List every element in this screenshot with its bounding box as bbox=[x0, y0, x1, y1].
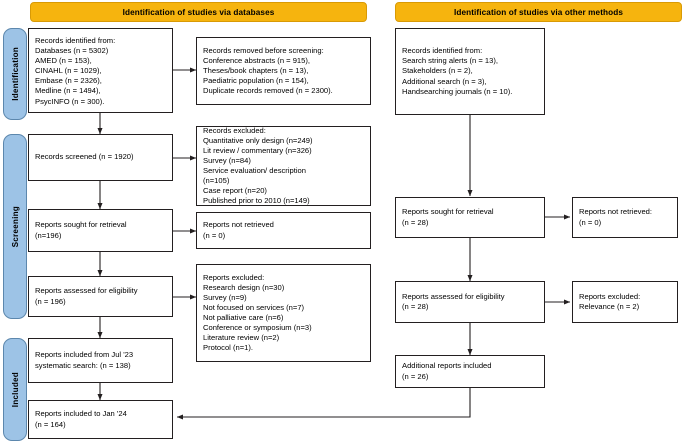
box-reports-not-retrieved: Reports not retrieved (n = 0) bbox=[196, 212, 371, 249]
stage-included: Included bbox=[3, 338, 27, 441]
box-right-reports-sought-for-retrieval-text: Reports sought for retrieval (n = 28) bbox=[402, 207, 494, 227]
box-right-reports-assessed-for-eligibility-text: Reports assessed for eligibility (n = 28… bbox=[402, 291, 505, 311]
box-records-screened: Records screened (n = 1920) bbox=[28, 134, 173, 181]
box-reports-not-retrieved-text: Reports not retrieved (n = 0) bbox=[203, 220, 274, 240]
box-records-identified-other-methods: Records identified from: Search string a… bbox=[395, 28, 545, 115]
box-right-reports-excluded-text: Reports excluded: Relevance (n = 2) bbox=[579, 291, 641, 311]
header-databases: Identification of studies via databases bbox=[30, 2, 367, 22]
box-reports-assessed-for-eligibility: Reports assessed for eligibility (n = 19… bbox=[28, 276, 173, 317]
box-right-reports-not-retrieved: Reports not retrieved: (n = 0) bbox=[572, 197, 678, 238]
box-records-excluded-text: Records excluded: Quantitative only desi… bbox=[203, 125, 313, 206]
box-reports-included-jan-24: Reports included to Jan '24 (n = 164) bbox=[28, 400, 173, 439]
box-reports-sought-for-retrieval-text: Reports sought for retrieval (n=196) bbox=[35, 220, 127, 240]
box-right-reports-assessed-for-eligibility: Reports assessed for eligibility (n = 28… bbox=[395, 281, 545, 323]
box-additional-reports-included: Additional reports included (n = 26) bbox=[395, 355, 545, 388]
box-records-removed-before-screening: Records removed before screening: Confer… bbox=[196, 37, 371, 105]
stage-screening-label: Screening bbox=[10, 205, 20, 248]
box-reports-excluded: Reports excluded: Research design (n=30)… bbox=[196, 264, 371, 362]
box-records-removed-before-screening-text: Records removed before screening: Confer… bbox=[203, 45, 333, 96]
box-records-identified-other-methods-text: Records identified from: Search string a… bbox=[402, 46, 513, 96]
box-records-excluded: Records excluded: Quantitative only desi… bbox=[196, 126, 371, 206]
box-right-reports-sought-for-retrieval: Reports sought for retrieval (n = 28) bbox=[395, 197, 545, 238]
box-records-identified-databases-text: Records identified from: Databases (n = … bbox=[35, 36, 116, 106]
box-right-reports-not-retrieved-text: Reports not retrieved: (n = 0) bbox=[579, 207, 653, 227]
box-reports-assessed-for-eligibility-text: Reports assessed for eligibility (n = 19… bbox=[35, 286, 138, 306]
box-reports-sought-for-retrieval: Reports sought for retrieval (n=196) bbox=[28, 209, 173, 252]
box-reports-included-jan-24-text: Reports included to Jan '24 (n = 164) bbox=[35, 409, 127, 429]
stage-identification-label: Identification bbox=[10, 47, 20, 101]
stage-included-label: Included bbox=[10, 371, 20, 408]
box-reports-excluded-text: Reports excluded: Research design (n=30)… bbox=[203, 272, 312, 353]
header-other-methods: Identification of studies via other meth… bbox=[395, 2, 682, 22]
header-other-methods-label: Identification of studies via other meth… bbox=[454, 7, 623, 17]
box-records-identified-databases: Records identified from: Databases (n = … bbox=[28, 28, 173, 113]
box-additional-reports-included-text: Additional reports included (n = 26) bbox=[402, 361, 492, 381]
box-records-screened-text: Records screened (n = 1920) bbox=[35, 152, 134, 162]
stage-screening: Screening bbox=[3, 134, 27, 319]
header-databases-label: Identification of studies via databases bbox=[122, 7, 275, 17]
box-reports-included-jul-23-text: Reports included from Jul '23 systematic… bbox=[35, 350, 134, 370]
box-right-reports-excluded: Reports excluded: Relevance (n = 2) bbox=[572, 281, 678, 323]
box-reports-included-jul-23: Reports included from Jul '23 systematic… bbox=[28, 338, 173, 383]
stage-identification: Identification bbox=[3, 28, 27, 120]
